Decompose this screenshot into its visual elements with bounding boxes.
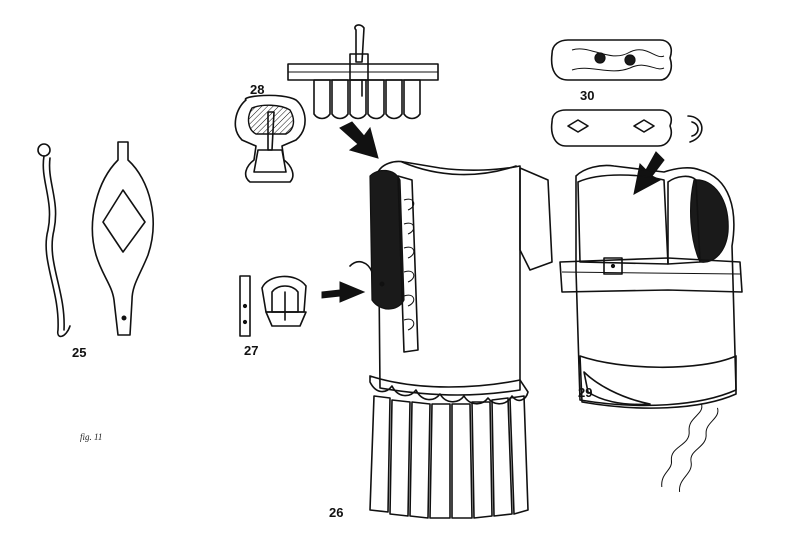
label-25: 25 <box>72 345 86 360</box>
pteruges-strips <box>313 79 421 120</box>
item-28-drawing: 28 <box>234 82 306 183</box>
lacing-tabs <box>403 198 415 331</box>
label-26: 26 <box>329 505 343 520</box>
item-27-drawing: 27 <box>239 275 307 358</box>
strap-detail <box>287 24 439 120</box>
label-29: 29 <box>578 385 592 400</box>
arrow-plate-pointer <box>633 151 665 195</box>
hook-fitting <box>37 143 71 338</box>
label-28: 28 <box>250 82 264 97</box>
leaf-plate <box>91 141 154 336</box>
skirt-pteruges <box>369 395 529 519</box>
item-29-cuirass: 29 <box>559 164 743 409</box>
label-27: 27 <box>244 343 258 358</box>
arrow-lacing-pointer <box>321 281 366 303</box>
figure-caption: fig. 11 <box>80 432 102 442</box>
item-26-cuirass: 26 <box>329 160 553 520</box>
arrow-shoulder-pointer <box>339 121 379 159</box>
label-30: 30 <box>580 88 594 103</box>
item-25-drawing: 25 <box>37 141 154 360</box>
artist-signature <box>661 403 719 492</box>
item-30-drawing: 30 <box>550 39 703 147</box>
